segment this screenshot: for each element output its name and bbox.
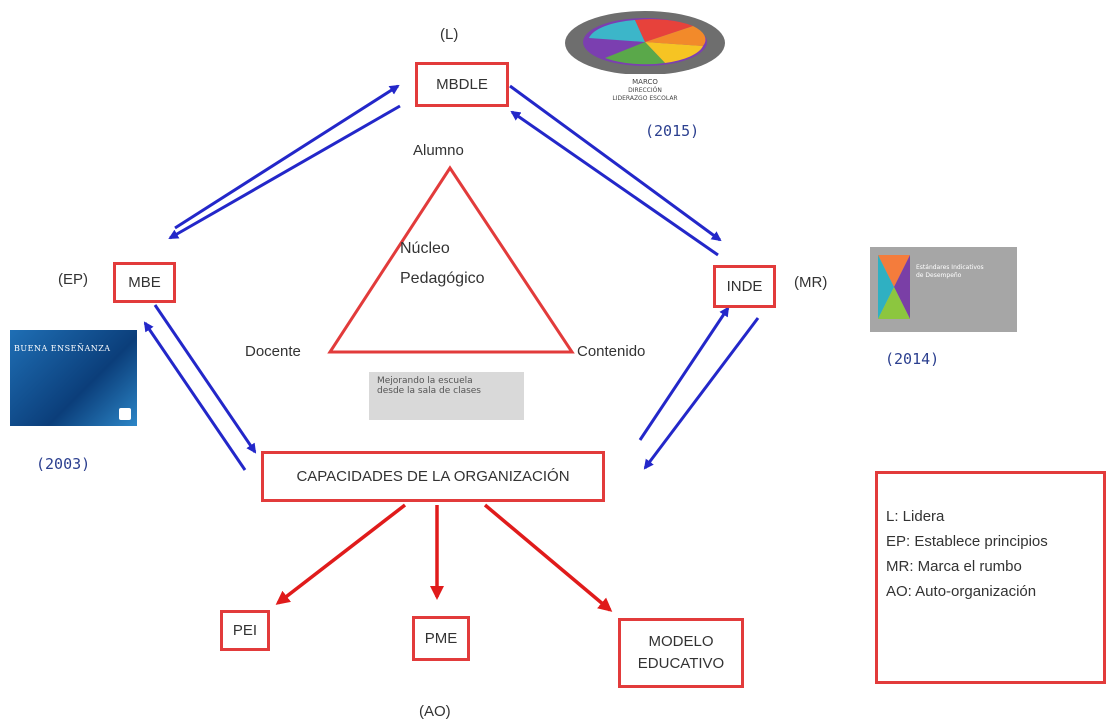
node-inde: INDE	[713, 265, 776, 308]
label-ep: (EP)	[58, 271, 88, 288]
marco-cover-image: MARCO DIRECCIÓN LIDERAZGO ESCOLAR	[565, 10, 725, 108]
modelo-line1: MODELO	[648, 633, 714, 650]
arrow-capacidades-to-inde	[638, 306, 730, 441]
libro-cover-image: Mejorando la escuela desde la sala de cl…	[369, 372, 524, 420]
arrow-mbdle-to-inde	[509, 84, 722, 242]
triangle-center-line2: Pedagógico	[400, 270, 485, 287]
legend-item-mr: MR: Marca el rumbo	[886, 558, 1022, 575]
svg-text:LIDERAZGO ESCOLAR: LIDERAZGO ESCOLAR	[612, 95, 677, 102]
arrow-capacidades-to-modelo	[483, 503, 613, 612]
svg-text:de Desempeño: de Desempeño	[916, 272, 962, 279]
node-pei: PEI	[220, 610, 270, 651]
year-mbe: (2003)	[36, 455, 91, 473]
mbe-cover-title: BUENA ENSEÑANZA	[14, 344, 111, 353]
svg-text:Estándares Indicativos: Estándares Indicativos	[916, 264, 984, 271]
label-mr: (MR)	[794, 274, 828, 291]
arrow-inde-to-mbdle	[510, 110, 719, 257]
pedagogic-triangle	[327, 165, 575, 354]
triangle-center-line1: Núcleo	[400, 240, 450, 257]
arrow-mbe-to-capacidades	[153, 304, 257, 454]
legend-item-ep: EP: Establece principios	[886, 533, 1048, 550]
arrow-capacidades-to-mbe	[143, 321, 247, 471]
modelo-line2: EDUCATIVO	[637, 655, 725, 672]
legend-item-ao: AO: Auto-organización	[886, 583, 1037, 600]
label-ao: (AO)	[419, 703, 451, 720]
marco-logo-icon: MARCO DIRECCIÓN LIDERAZGO ESCOLAR	[565, 11, 725, 106]
svg-text:MARCO: MARCO	[632, 78, 658, 86]
triangle-left-label: Docente	[245, 343, 301, 360]
mbe-cover-logo-icon	[119, 408, 131, 420]
svg-text:DIRECCIÓN: DIRECCIÓN	[628, 87, 662, 94]
node-pme: PME	[412, 616, 470, 661]
arrow-inde-to-capacidades	[643, 317, 760, 470]
label-l: (L)	[440, 26, 459, 43]
node-mbdle: MBDLE	[415, 62, 509, 107]
libro-cover-title: Mejorando la escuela desde la sala de cl…	[377, 376, 481, 396]
estandares-cover-image: Estándares Indicativos de Desempeño	[870, 247, 1017, 332]
legend-box: L: Lidera EP: Establece principios MR: M…	[875, 471, 1106, 684]
triangle-right-label: Contenido	[577, 343, 646, 360]
arrow-mbe-to-mbdle	[174, 84, 400, 230]
mbe-cover-image: BUENA ENSEÑANZA	[10, 330, 137, 426]
node-capacidades: CAPACIDADES DE LA ORGANIZACIÓN	[261, 451, 605, 502]
triangle-top-label: Alumno	[413, 142, 464, 159]
arrow-mbdle-to-mbe	[168, 104, 401, 240]
node-mbe: MBE	[113, 262, 176, 303]
year-inde: (2014)	[885, 350, 940, 368]
estandares-cover-graphic-icon: Estándares Indicativos de Desempeño	[878, 255, 984, 319]
node-modelo-educativo: MODELO EDUCATIVO	[618, 618, 744, 688]
legend-item-l: L: Lidera	[886, 508, 945, 525]
year-mbdle: (2015)	[645, 122, 700, 140]
arrow-capacidades-to-pei	[275, 503, 407, 605]
